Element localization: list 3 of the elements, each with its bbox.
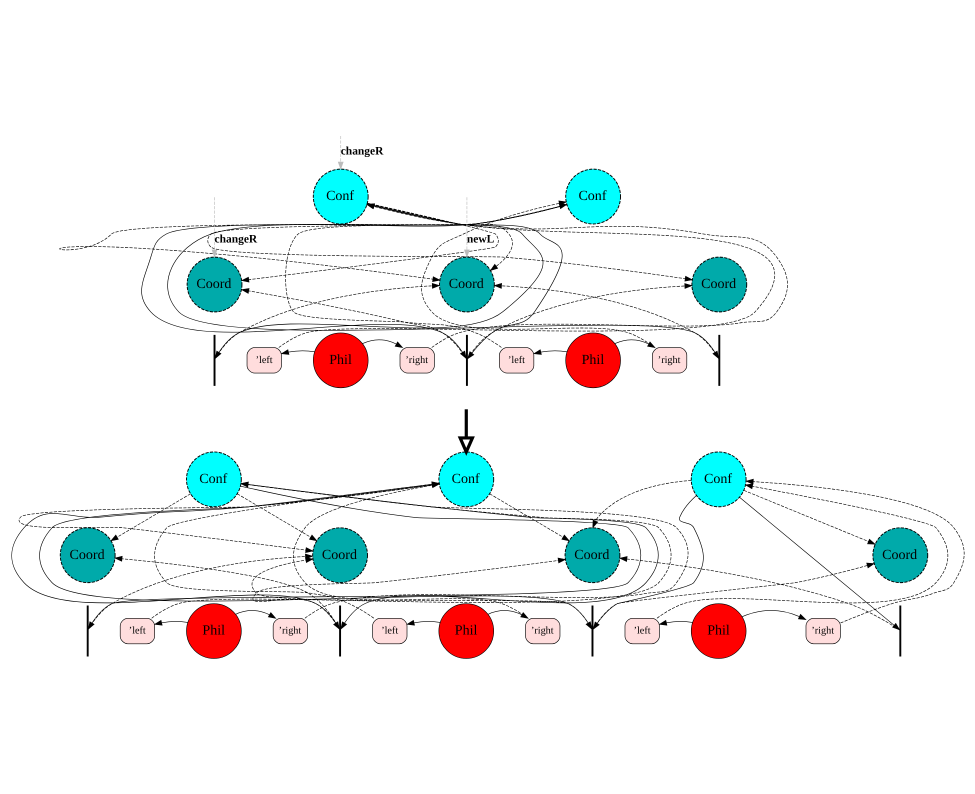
edge-label: changeR [214, 234, 257, 246]
edge-label: newL [466, 234, 494, 246]
edge-label: changeR [340, 146, 383, 158]
